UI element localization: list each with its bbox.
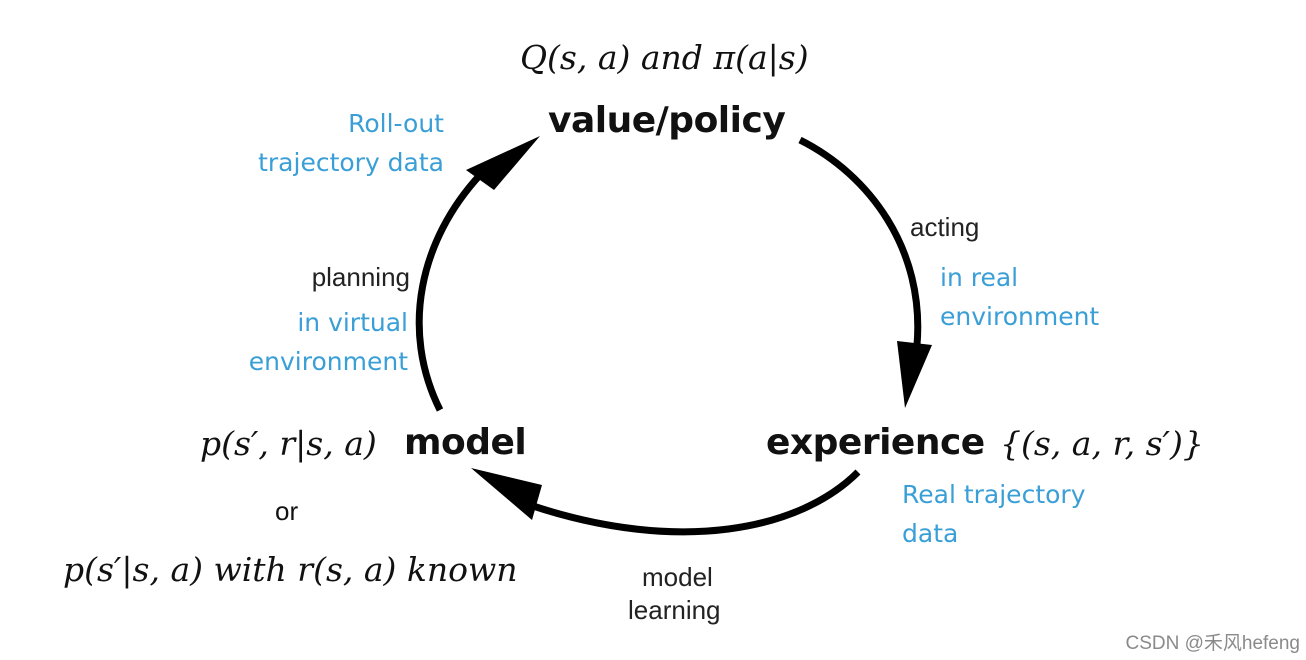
node-model: model — [404, 422, 527, 463]
value-policy-formula: Q(s, a) and π(a|s) — [520, 38, 809, 77]
model-learning-note-line2: data — [902, 519, 959, 548]
edge-label-model-learning-2: learning — [628, 595, 721, 625]
experience-formula: {(s, a, r, s′)} — [1000, 424, 1204, 463]
model-or-text: or — [275, 496, 299, 526]
acting-note-line1: in real — [940, 263, 1019, 292]
acting-note-line2: environment — [940, 302, 1100, 331]
arrowhead-acting — [897, 341, 932, 408]
model-formula-2: p(s′|s, a) with r(s, a) known — [63, 550, 518, 589]
model-formula-1: p(s′, r|s, a) — [200, 424, 377, 463]
rollout-note-line2: trajectory data — [258, 148, 444, 177]
edge-label-acting: acting — [910, 212, 980, 242]
rollout-note-line1: Roll-out — [348, 109, 444, 138]
planning-note-line2: environment — [248, 347, 408, 376]
arrow-model-learning — [528, 469, 861, 536]
arrow-planning — [415, 172, 483, 412]
arrowhead-planning — [466, 136, 540, 190]
watermark: CSDN @禾风hefeng — [1125, 633, 1300, 654]
planning-note-line1: in virtual — [297, 308, 408, 337]
edge-label-planning: planning — [311, 262, 410, 292]
arrowhead-model-learning — [471, 468, 542, 520]
node-experience: experience — [766, 422, 985, 463]
edge-label-model-learning-1: model — [642, 562, 713, 592]
node-value-policy: value/policy — [548, 100, 786, 141]
model-learning-note-line1: Real trajectory — [902, 480, 1086, 509]
arrow-acting — [798, 136, 922, 346]
